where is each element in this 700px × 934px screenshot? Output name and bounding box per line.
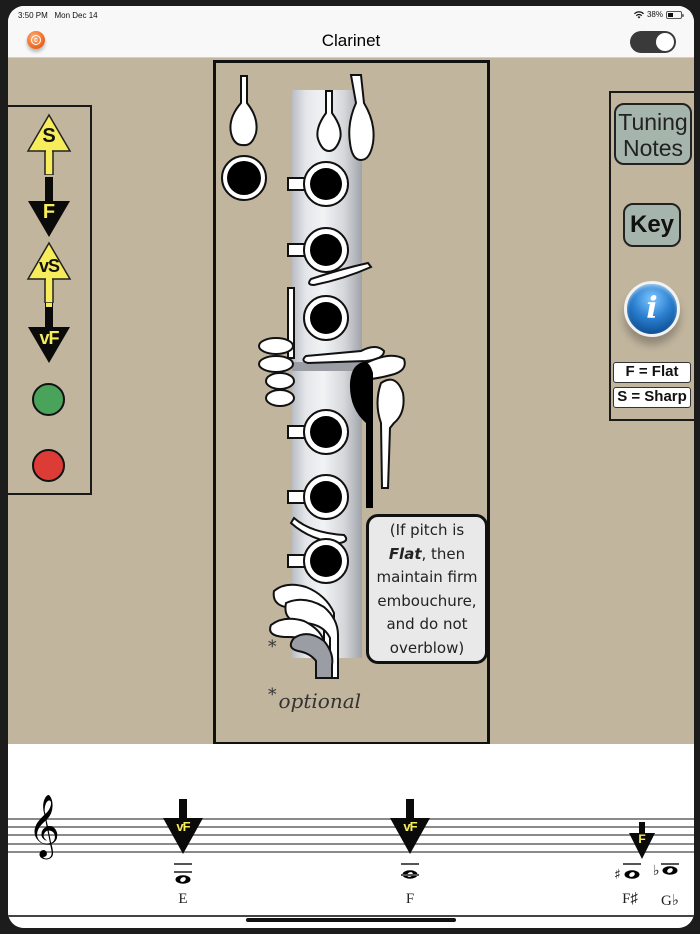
- main-area: S F vS: [8, 58, 694, 745]
- very-flat-arrow-icon: [390, 799, 430, 854]
- mode-toggle[interactable]: [630, 31, 676, 53]
- flat-label: F: [42, 201, 56, 223]
- status-indicators: 38%: [633, 10, 684, 19]
- staff-line: [8, 818, 694, 820]
- flat-indicator-button[interactable]: F: [26, 177, 72, 239]
- time-text: 3:50 PM: [18, 11, 48, 20]
- sharp-label: S: [42, 125, 56, 147]
- tuning-indicator-panel: S F vS: [8, 105, 92, 495]
- tip-line: and do not: [386, 615, 468, 633]
- note-f-sharp-g-flat[interactable]: F ♯ F♯ ♭ G♭: [603, 799, 683, 909]
- date-text: Mon Dec 14: [54, 11, 98, 20]
- tip-line: (If pitch is: [389, 521, 465, 539]
- ledger-line: [174, 871, 192, 873]
- down-arrow-icon: [28, 177, 70, 237]
- very-sharp-label: vS: [38, 256, 60, 276]
- flat-legend: F = Flat: [613, 362, 691, 383]
- home-indicator[interactable]: [246, 918, 456, 922]
- tip-line: overblow): [389, 638, 465, 657]
- nav-bar: c Clarinet: [8, 28, 694, 58]
- sharp-accidental-icon: ♯: [614, 867, 621, 883]
- staff-line: [8, 826, 694, 828]
- status-time: 3:50 PM Mon Dec 14: [18, 11, 98, 20]
- very-sharp-indicator-button[interactable]: vS: [26, 241, 72, 303]
- very-flat-label: vF: [39, 328, 59, 348]
- ledger-line: [174, 863, 192, 865]
- app-screen: 3:50 PM Mon Dec 14 38% c Clarinet: [8, 6, 694, 928]
- whole-note-icon: [175, 875, 191, 884]
- ledger-line: [623, 863, 641, 865]
- optional-legend-asterisk: *: [268, 685, 277, 705]
- optional-text: optional: [278, 689, 362, 713]
- note-indicator-label: F: [638, 832, 646, 846]
- very-flat-indicator-button[interactable]: vF: [26, 303, 72, 365]
- staff-line: [8, 851, 694, 853]
- flat-arrow-icon: [629, 822, 655, 859]
- whole-note-icon: [662, 866, 678, 875]
- tip-line-rest: , then: [421, 544, 466, 563]
- battery-icon: [666, 10, 684, 19]
- treble-clef-icon: 𝄞: [28, 794, 60, 857]
- tone-hole-5: [287, 474, 349, 520]
- flat-accidental-icon: ♭: [653, 863, 660, 879]
- down-arrow-icon: [28, 303, 70, 363]
- red-dot-button[interactable]: [32, 449, 65, 482]
- tone-hole-6: [287, 538, 349, 584]
- tip-line: embouchure,: [377, 591, 477, 610]
- tip-line: Flat, then: [369, 543, 485, 567]
- up-arrow-icon: [26, 113, 72, 175]
- options-panel: Tuning Notes Key i F = Flat S = Sharp: [609, 91, 694, 421]
- very-flat-arrow-icon: [163, 799, 203, 854]
- note-indicator-label: vF: [176, 819, 190, 834]
- note-e[interactable]: vF E: [163, 799, 205, 909]
- tuning-notes-label-2: Notes: [622, 135, 684, 161]
- up-arrow-icon: [26, 241, 72, 303]
- tone-hole-2: [287, 227, 349, 273]
- note-name: F: [405, 891, 415, 907]
- tuning-notes-button[interactable]: Tuning Notes: [614, 103, 692, 165]
- tip-bold-word: Flat: [388, 544, 422, 563]
- note-name: F♯: [622, 891, 638, 907]
- note-f[interactable]: vF F: [390, 799, 432, 909]
- info-button[interactable]: i: [624, 281, 680, 337]
- music-staff: 𝄞 vF E vF F: [8, 744, 694, 928]
- tip-line: maintain firm: [376, 568, 478, 586]
- ledger-line: [661, 863, 679, 865]
- info-icon: i: [646, 291, 658, 326]
- copyright-icon[interactable]: c: [27, 31, 45, 49]
- ledger-line: [401, 863, 419, 865]
- divider: [8, 915, 694, 917]
- ledger-line: [401, 874, 419, 876]
- note-indicator-label: vF: [403, 819, 417, 834]
- optional-asterisk: *: [268, 637, 277, 657]
- wifi-icon: [633, 10, 644, 18]
- sharp-indicator-button[interactable]: S: [26, 113, 72, 175]
- note-name: G♭: [661, 893, 679, 909]
- sharp-legend: S = Sharp: [613, 387, 691, 408]
- pitch-tip-box: (If pitch is Flat, then maintain firm em…: [366, 514, 488, 664]
- optional-legend: *optional: [268, 685, 361, 713]
- key-button[interactable]: Key: [623, 203, 681, 247]
- page-title: Clarinet: [321, 31, 381, 50]
- staff-line: [8, 834, 694, 836]
- toggle-knob: [656, 33, 674, 51]
- fingering-chart: * (If pitch is Flat, then maintain firm …: [213, 60, 490, 745]
- tone-hole-1: [287, 161, 349, 207]
- battery-percent: 38%: [646, 10, 663, 19]
- tone-hole-4: [287, 409, 349, 455]
- tuning-notes-label-1: Tuning: [618, 109, 688, 135]
- copyright-glyph: c: [31, 34, 41, 45]
- staff-line: [8, 843, 694, 845]
- clarinet-fingering-diagram: [221, 74, 406, 679]
- status-bar: 3:50 PM Mon Dec 14 38%: [8, 6, 694, 28]
- green-dot-button[interactable]: [32, 383, 65, 416]
- tone-hole-3: [303, 295, 349, 341]
- whole-note-icon: [624, 870, 640, 879]
- note-name: E: [178, 891, 188, 907]
